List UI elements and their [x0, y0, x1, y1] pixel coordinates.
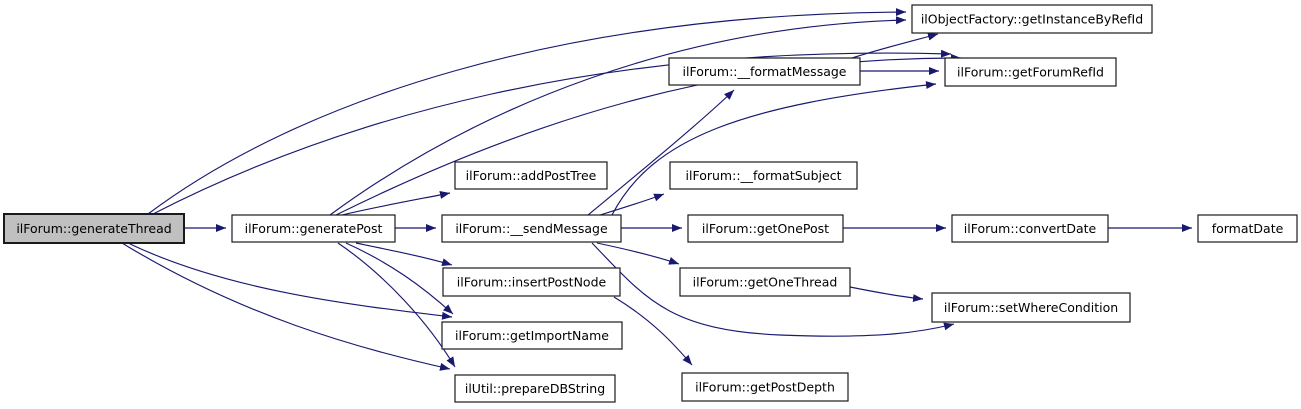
node-getImportName[interactable]: ilForum::getImportName — [441, 321, 623, 350]
edge-generatePost-getImportName — [345, 242, 454, 315]
node-label: ilForum::getForumRefId — [957, 65, 1104, 80]
node-formatMessage[interactable]: ilForum::__formatMessage — [668, 57, 861, 86]
node-label: ilForum::addPostTree — [466, 168, 597, 183]
node-getOnePost[interactable]: ilForum::getOnePost — [687, 214, 844, 243]
node-label: ilUtil::prepareDBString — [465, 381, 605, 396]
nodes-layer: ilForum::generateThread ilForum::generate… — [3, 4, 1298, 403]
node-box — [931, 292, 1131, 323]
node-label: ilForum::getOnePost — [702, 221, 829, 236]
edge-generateThread-prepareDBString — [121, 242, 451, 371]
edge-getOneThread-setWhereCondition — [849, 286, 924, 303]
node-addPostTree[interactable]: ilForum::addPostTree — [454, 161, 608, 190]
node-label: ilForum::convertDate — [964, 221, 1097, 236]
node-box — [679, 267, 851, 297]
node-getInstanceByRefId[interactable]: ilObjectFactory::getInstanceByRefId — [911, 4, 1153, 34]
node-box — [441, 321, 623, 350]
node-setWhereCondition[interactable]: ilForum::setWhereCondition — [931, 292, 1131, 323]
node-box — [454, 161, 608, 190]
node-generatePost[interactable]: ilForum::generatePost — [231, 214, 396, 243]
node-box — [668, 57, 861, 86]
edge-generateThread-getForumRefId — [152, 49, 952, 215]
edge-generatePost-getInstanceByRefId — [329, 16, 907, 216]
edge-generatePost-addPostTree — [341, 191, 451, 216]
node-label: ilForum::__formatMessage — [683, 64, 847, 79]
node-generateThread[interactable]: ilForum::generateThread — [3, 213, 185, 244]
node-label: ilForum::generatePost — [245, 221, 383, 236]
node-formatDate[interactable]: formatDate — [1197, 214, 1298, 243]
node-insertPostNode[interactable]: ilForum::insertPostNode — [442, 267, 621, 297]
node-label: ilObjectFactory::getInstanceByRefId — [921, 12, 1143, 27]
node-label: ilForum::generateThread — [16, 221, 171, 236]
node-box — [231, 214, 396, 243]
edge-generatePost-insertPostNode — [355, 242, 453, 266]
node-getForumRefId[interactable]: ilForum::getForumRefId — [944, 57, 1117, 87]
edge-formatMessage-getInstanceByRefId — [851, 32, 939, 59]
edge-insertPostNode-getPostDepth — [613, 296, 693, 366]
node-box — [442, 267, 621, 297]
node-label: formatDate — [1212, 221, 1284, 236]
node-label: ilForum::getPostDepth — [695, 380, 835, 395]
edge-sendMessage-getOneThread — [596, 242, 680, 265]
edge-sendMessage-setWhereCondition — [591, 242, 955, 337]
node-box — [911, 4, 1153, 34]
node-prepareDBString[interactable]: ilUtil::prepareDBString — [454, 374, 616, 403]
node-box — [441, 214, 622, 243]
edge-generatePost-prepareDBString — [337, 242, 456, 368]
node-label: ilForum::insertPostNode — [457, 275, 607, 290]
node-convertDate[interactable]: ilForum::convertDate — [951, 214, 1109, 243]
edges-layer — [121, 8, 1192, 371]
edge-generateThread-getImportName — [127, 242, 453, 320]
node-box — [1197, 214, 1298, 243]
edge-sendMessage-getForumRefId — [611, 81, 937, 216]
node-label: ilForum::setWhereCondition — [944, 300, 1118, 315]
edge-generateThread-getInstanceByRefId — [147, 8, 907, 215]
node-label: ilForum::__sendMessage — [455, 221, 608, 236]
node-box — [944, 57, 1117, 87]
node-box — [454, 374, 616, 403]
edge-generatePost-getForumRefId — [335, 53, 962, 216]
node-box — [681, 372, 849, 402]
node-label: ilForum::getImportName — [455, 328, 609, 343]
node-box — [3, 213, 185, 244]
node-box — [669, 161, 858, 190]
node-getPostDepth[interactable]: ilForum::getPostDepth — [681, 372, 849, 402]
node-sendMessage[interactable]: ilForum::__sendMessage — [441, 214, 622, 243]
node-label: ilForum::__formatSubject — [686, 168, 842, 183]
node-box — [951, 214, 1109, 243]
edge-sendMessage-formatSubject — [599, 193, 665, 216]
node-formatSubject[interactable]: ilForum::__formatSubject — [669, 161, 858, 190]
node-box — [687, 214, 844, 243]
node-getOneThread[interactable]: ilForum::getOneThread — [679, 267, 851, 297]
node-label: ilForum::getOneThread — [693, 275, 838, 290]
edge-sendMessage-formatMessage — [587, 89, 735, 216]
